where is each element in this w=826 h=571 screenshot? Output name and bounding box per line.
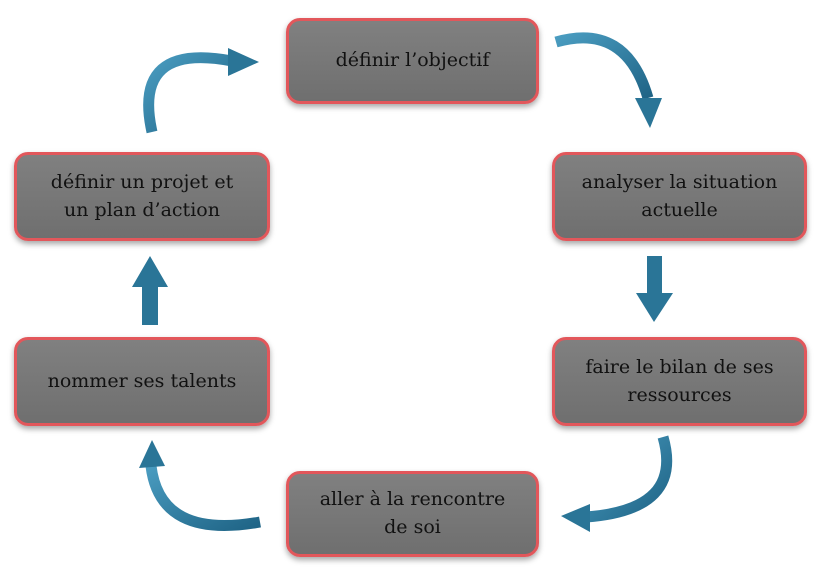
curved-arrow-top-right-icon — [554, 32, 662, 128]
step-name-talents: nommer ses talents — [14, 337, 270, 426]
step-label: analyser la situation actuelle — [581, 170, 778, 221]
step-label: aller à la rencontre de soi — [319, 488, 506, 538]
step-label: définir un projet et un plan d’action — [50, 170, 234, 221]
curved-arrow-top-left-icon — [143, 48, 259, 134]
step-label: faire le bilan de ses ressources — [585, 355, 774, 406]
step-assess-resources: faire le bilan de ses ressources — [552, 337, 807, 426]
up-arrow-left-icon — [132, 256, 168, 325]
step-label: définir l’objectif — [335, 49, 490, 72]
curved-arrow-bottom-right-icon — [561, 435, 673, 532]
step-label: nommer ses talents — [47, 369, 237, 392]
curved-arrow-bottom-left-icon — [139, 440, 261, 531]
step-meet-yourself: aller à la rencontre de soi — [286, 471, 539, 557]
step-define-project: définir un projet et un plan d’action — [14, 152, 270, 241]
step-define-objective: définir l’objectif — [286, 18, 539, 104]
down-arrow-right-icon — [636, 256, 673, 322]
step-analyze-situation: analyser la situation actuelle — [552, 152, 807, 241]
